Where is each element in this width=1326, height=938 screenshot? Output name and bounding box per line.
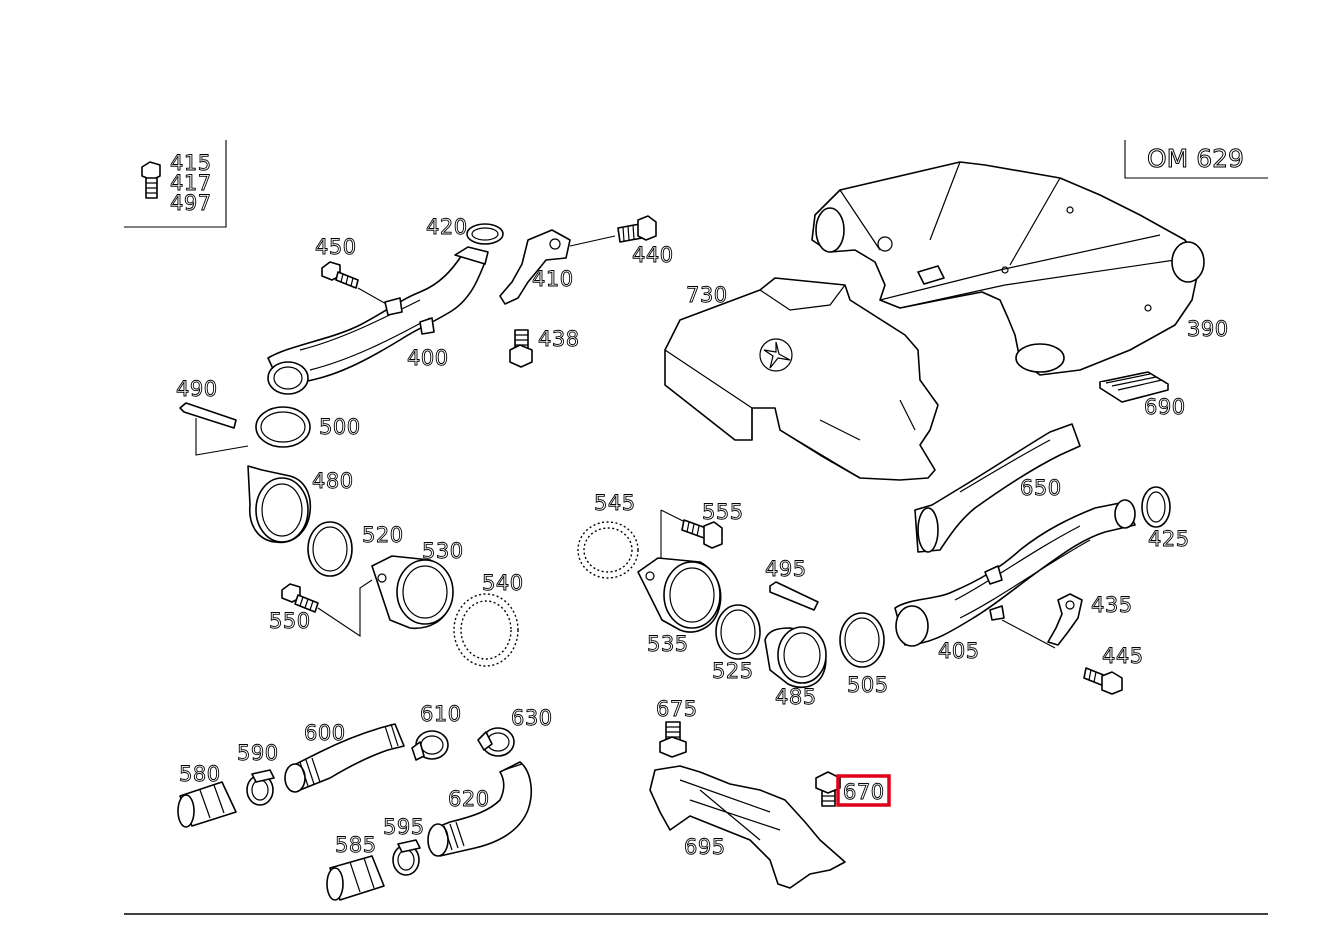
part-label-595[interactable]: 595 <box>383 815 425 840</box>
part-620-hose <box>427 761 532 857</box>
part-520-seal <box>307 521 353 577</box>
part-690-filter <box>1099 371 1169 403</box>
part-label-525[interactable]: 525 <box>712 659 754 684</box>
part-label-600[interactable]: 600 <box>304 721 346 746</box>
part-425-seal <box>1141 486 1171 528</box>
part-label-590[interactable]: 590 <box>237 741 279 766</box>
part-595-clamp <box>392 839 421 876</box>
part-695-heat-shield <box>649 765 846 889</box>
part-label-445[interactable]: 445 <box>1102 644 1144 669</box>
part-530-flange <box>371 555 454 630</box>
part-540-seal <box>453 593 519 667</box>
part-445-bolt <box>1083 667 1123 695</box>
part-label-505[interactable]: 505 <box>847 673 889 698</box>
part-label-440[interactable]: 440 <box>632 243 674 268</box>
part-670-bolt <box>815 771 841 807</box>
part-label-425[interactable]: 425 <box>1148 527 1190 552</box>
part-505-seal <box>839 612 885 668</box>
part-label-450[interactable]: 450 <box>315 235 357 260</box>
part-label-540[interactable]: 540 <box>482 571 524 596</box>
part-650-intake-duct <box>914 423 1081 553</box>
part-label-610[interactable]: 610 <box>420 702 462 727</box>
part-550-bolt <box>281 583 319 613</box>
part-630-clamp <box>477 727 515 757</box>
legend-label-415: 415 <box>170 151 212 175</box>
part-label-550[interactable]: 550 <box>269 609 311 634</box>
part-label-480[interactable]: 480 <box>312 469 354 494</box>
part-label-580[interactable]: 580 <box>179 762 221 787</box>
highlight-box <box>836 774 891 807</box>
part-438-bolt <box>509 329 533 368</box>
part-435-bracket <box>1047 593 1083 646</box>
part-450-bolt <box>321 261 359 289</box>
part-label-435[interactable]: 435 <box>1091 593 1133 618</box>
part-405-pipe <box>894 499 1136 647</box>
part-label-670[interactable]: 670 <box>843 780 885 805</box>
part-label-630[interactable]: 630 <box>511 706 553 731</box>
part-label-620[interactable]: 620 <box>448 787 490 812</box>
part-535-flange <box>637 557 722 633</box>
part-500-seal <box>255 406 311 448</box>
part-label-585[interactable]: 585 <box>335 833 377 858</box>
part-555-bolt <box>681 519 723 549</box>
part-label-690[interactable]: 690 <box>1144 395 1186 420</box>
part-390-air-filter-housing <box>811 161 1205 376</box>
part-label-555[interactable]: 555 <box>702 500 744 525</box>
part-label-420[interactable]: 420 <box>426 215 468 240</box>
part-485-elbow <box>764 626 827 689</box>
part-label-438[interactable]: 438 <box>538 327 580 352</box>
part-label-500[interactable]: 500 <box>319 415 361 440</box>
part-590-clamp <box>246 769 275 806</box>
part-490-bracket <box>179 402 237 429</box>
part-label-405[interactable]: 405 <box>938 639 980 664</box>
legend-box <box>124 140 227 228</box>
legend-label-417: 417 <box>170 171 212 195</box>
engine-label: OM 629 <box>1147 144 1244 173</box>
part-400-intake-pipe <box>267 246 489 395</box>
part-545-seal <box>577 521 639 579</box>
part-610-clamp <box>411 730 449 761</box>
part-label-530[interactable]: 530 <box>422 539 464 564</box>
part-585-sleeve <box>326 855 385 901</box>
part-label-485[interactable]: 485 <box>775 685 817 710</box>
part-675-bolt <box>659 721 687 758</box>
part-410-bracket <box>499 229 571 305</box>
legend-label-497: 497 <box>170 191 212 215</box>
part-label-695[interactable]: 695 <box>684 835 726 860</box>
part-label-495[interactable]: 495 <box>765 557 807 582</box>
part-600-hose <box>284 723 405 793</box>
part-label-650[interactable]: 650 <box>1020 476 1062 501</box>
part-730-engine-cover <box>664 277 939 481</box>
part-label-545[interactable]: 545 <box>594 491 636 516</box>
bolt-icon <box>141 161 161 199</box>
part-label-535[interactable]: 535 <box>647 632 689 657</box>
part-480-elbow <box>247 465 312 544</box>
part-label-400[interactable]: 400 <box>407 346 449 371</box>
part-495-bracket <box>769 581 819 611</box>
part-525-seal <box>715 604 761 660</box>
part-440-bolt <box>617 215 657 243</box>
part-label-490[interactable]: 490 <box>176 377 218 402</box>
part-label-390[interactable]: 390 <box>1187 317 1229 342</box>
part-420-seal <box>466 223 504 245</box>
part-label-730[interactable]: 730 <box>686 283 728 308</box>
engine-box <box>1124 140 1268 179</box>
part-label-520[interactable]: 520 <box>362 523 404 548</box>
part-580-sleeve <box>177 781 237 828</box>
part-label-675[interactable]: 675 <box>656 697 698 722</box>
part-label-410[interactable]: 410 <box>532 267 574 292</box>
